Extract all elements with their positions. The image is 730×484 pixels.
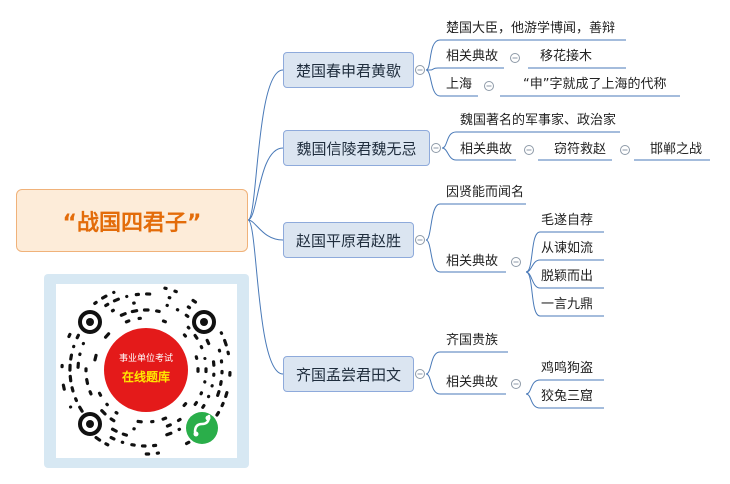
qr-code: 事业单位考试 在线题库 <box>56 284 237 458</box>
pingyuan-story-label: 相关典故 <box>446 254 499 269</box>
branch-pingyuan[interactable]: 赵国平原君赵胜 <box>283 222 414 258</box>
pingyuan-story-2: 从谏如流 <box>541 241 594 256</box>
chunshen-place-note: “申”字就成了上海的代称 <box>523 77 667 92</box>
chunshen-place-label: 上海 <box>446 77 473 92</box>
mengchang-intro: 齐国贵族 <box>446 333 499 348</box>
pingyuan-story-3: 脱颖而出 <box>541 269 594 284</box>
chunshen-story: 移花接木 <box>540 49 593 64</box>
xinling-story-label: 相关典故 <box>460 142 513 157</box>
chunshen-intro: 楚国大臣，他游学博闻，善辩 <box>446 21 616 36</box>
qr-code-card[interactable]: 事业单位考试 在线题库 <box>44 274 249 468</box>
branch-chunshen[interactable]: 楚国春申君黄歇 <box>283 52 414 88</box>
pingyuan-story-4: 一言九鼎 <box>541 297 594 312</box>
mini-program-logo-icon <box>186 412 218 444</box>
chunshen-story-label: 相关典故 <box>446 49 499 64</box>
qr-line2: 在线题库 <box>122 369 170 384</box>
xinling-story-2: 邯郸之战 <box>650 142 703 157</box>
mengchang-story-label: 相关典故 <box>446 375 499 390</box>
branch-xinling[interactable]: 魏国信陵君魏无忌 <box>283 130 430 166</box>
mengchang-story-2: 狡兔三窟 <box>541 389 594 404</box>
pingyuan-intro: 因贤能而闻名 <box>446 185 525 200</box>
mengchang-story-1: 鸡鸣狗盗 <box>541 361 594 376</box>
root-topic[interactable]: “战国四君子” <box>16 189 248 252</box>
pingyuan-story-1: 毛遂自荐 <box>541 213 594 228</box>
xinling-story-1: 窃符救赵 <box>554 142 607 157</box>
branch-mengchang[interactable]: 齐国孟尝君田文 <box>283 356 414 392</box>
xinling-intro: 魏国著名的军事家、政治家 <box>460 113 617 128</box>
qr-line1: 事业单位考试 <box>119 352 173 364</box>
